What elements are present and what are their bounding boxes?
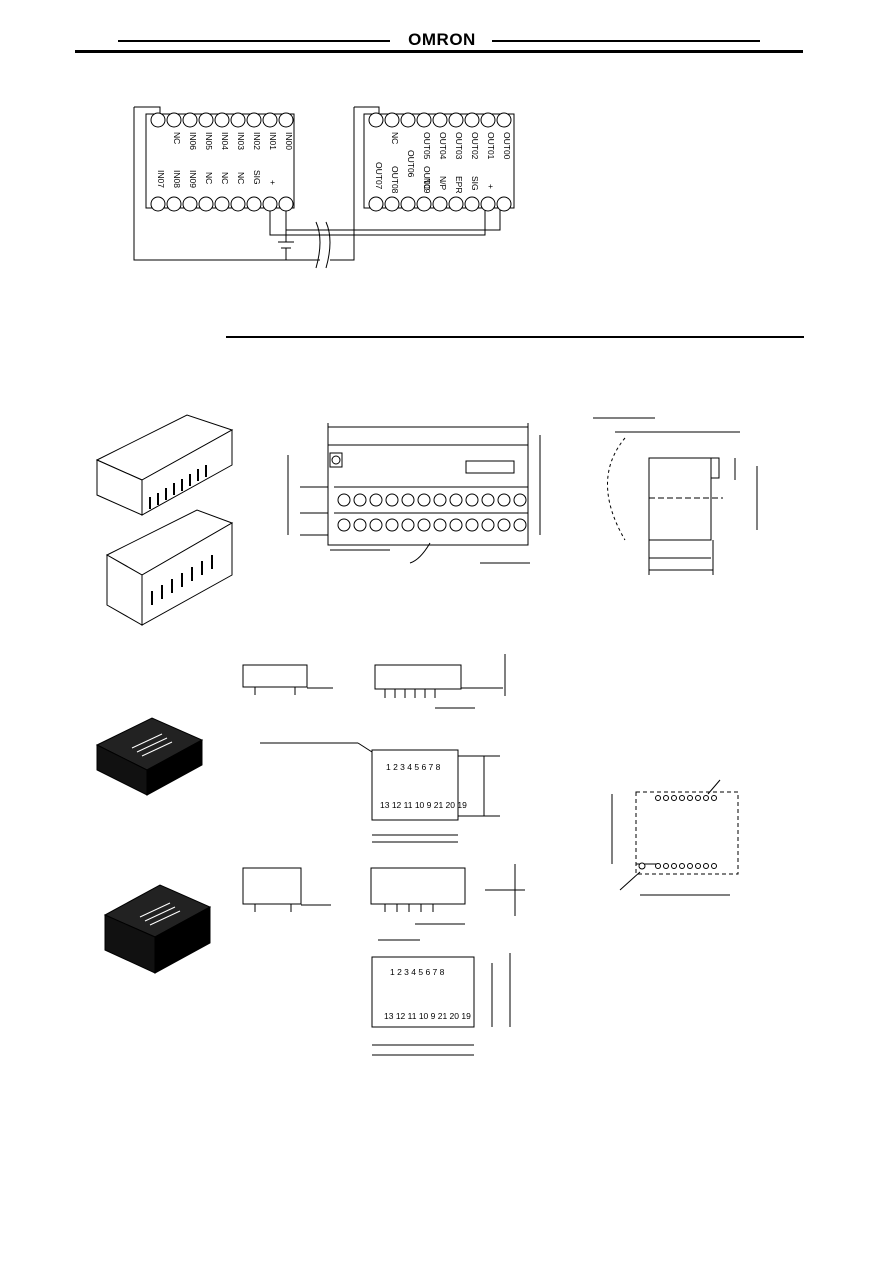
in-bottom-label-2: IN09 bbox=[188, 170, 198, 188]
pcb-hole-layout bbox=[611, 779, 739, 896]
out-top-label-2: OUT05 bbox=[422, 132, 432, 160]
in-bottom-label-6: SIG bbox=[252, 170, 262, 185]
front-view-drawing bbox=[287, 423, 541, 564]
in-bottom-label-7: + bbox=[268, 180, 278, 185]
brand-logo: OMRON bbox=[408, 30, 476, 49]
in-bottom-label-5: NC bbox=[236, 172, 246, 184]
out-bottom-label-1: OUT08 bbox=[390, 166, 400, 194]
section-rule bbox=[226, 336, 804, 338]
header-rule-full bbox=[75, 50, 803, 53]
in-bottom-label-1: IN08 bbox=[172, 170, 182, 188]
out-bottom-label-3: NC bbox=[422, 178, 432, 190]
out-top-label-4: OUT03 bbox=[454, 132, 464, 160]
out-top-label-1: OUT06 bbox=[406, 150, 416, 178]
in-top-label-0: NC bbox=[172, 132, 182, 144]
out-top-label-6: OUT01 bbox=[486, 132, 496, 160]
out-top-label-3: OUT04 bbox=[438, 132, 448, 160]
out-bottom-label-6: SIG bbox=[470, 176, 480, 191]
module-b-photo bbox=[103, 884, 212, 974]
in-top-label-6: IN01 bbox=[268, 132, 278, 150]
side-view-drawing bbox=[593, 417, 758, 575]
out-bottom-label-2: OUT09 bbox=[422, 166, 432, 194]
module-a-top-markings: 1 2 3 4 5 6 7 8 bbox=[386, 762, 441, 772]
header-rule-right bbox=[492, 40, 760, 42]
module-b-side-views bbox=[242, 864, 525, 925]
in-top-label-1: IN06 bbox=[188, 132, 198, 150]
out-top-label-0: NC bbox=[390, 132, 400, 144]
wiring-diagram: NC IN06 IN05 IN04 IN03 IN02 IN01 IN00 IN… bbox=[133, 106, 515, 269]
in-bottom-label-0: IN07 bbox=[156, 170, 166, 188]
module-a-photo bbox=[95, 717, 204, 796]
header-rule-left bbox=[118, 40, 390, 42]
in-top-label-3: IN04 bbox=[220, 132, 230, 150]
in-top-label-2: IN05 bbox=[204, 132, 214, 150]
in-top-label-7: IN00 bbox=[284, 132, 294, 150]
out-top-label-5: OUT02 bbox=[470, 132, 480, 160]
out-bottom-label-5: EPR bbox=[454, 176, 464, 193]
in-top-label-5: IN02 bbox=[252, 132, 262, 150]
out-top-label-7: OUT00 bbox=[502, 132, 512, 160]
in-bottom-label-3: NC bbox=[204, 172, 214, 184]
module-a-bottom-markings: 13 12 11 10 9 21 20 19 bbox=[380, 800, 467, 810]
terminal-block-photo bbox=[95, 414, 234, 626]
out-bottom-label-7: + bbox=[486, 184, 496, 189]
module-b-top-markings: 1 2 3 4 5 6 7 8 bbox=[390, 967, 445, 977]
in-bottom-label-4: NC bbox=[220, 172, 230, 184]
module-a-side-views bbox=[242, 654, 506, 709]
out-bottom-label-4: N/P bbox=[438, 176, 448, 191]
out-bottom-label-0: OUT07 bbox=[374, 162, 384, 190]
module-a-top-view: 1 2 3 4 5 6 7 8 13 12 11 10 9 21 20 19 bbox=[260, 742, 500, 843]
module-b-top-view: 1 2 3 4 5 6 7 8 13 12 11 10 9 21 20 19 bbox=[371, 939, 511, 1056]
in-top-label-4: IN03 bbox=[236, 132, 246, 150]
module-b-bottom-markings: 13 12 11 10 9 21 20 19 bbox=[384, 1011, 471, 1021]
